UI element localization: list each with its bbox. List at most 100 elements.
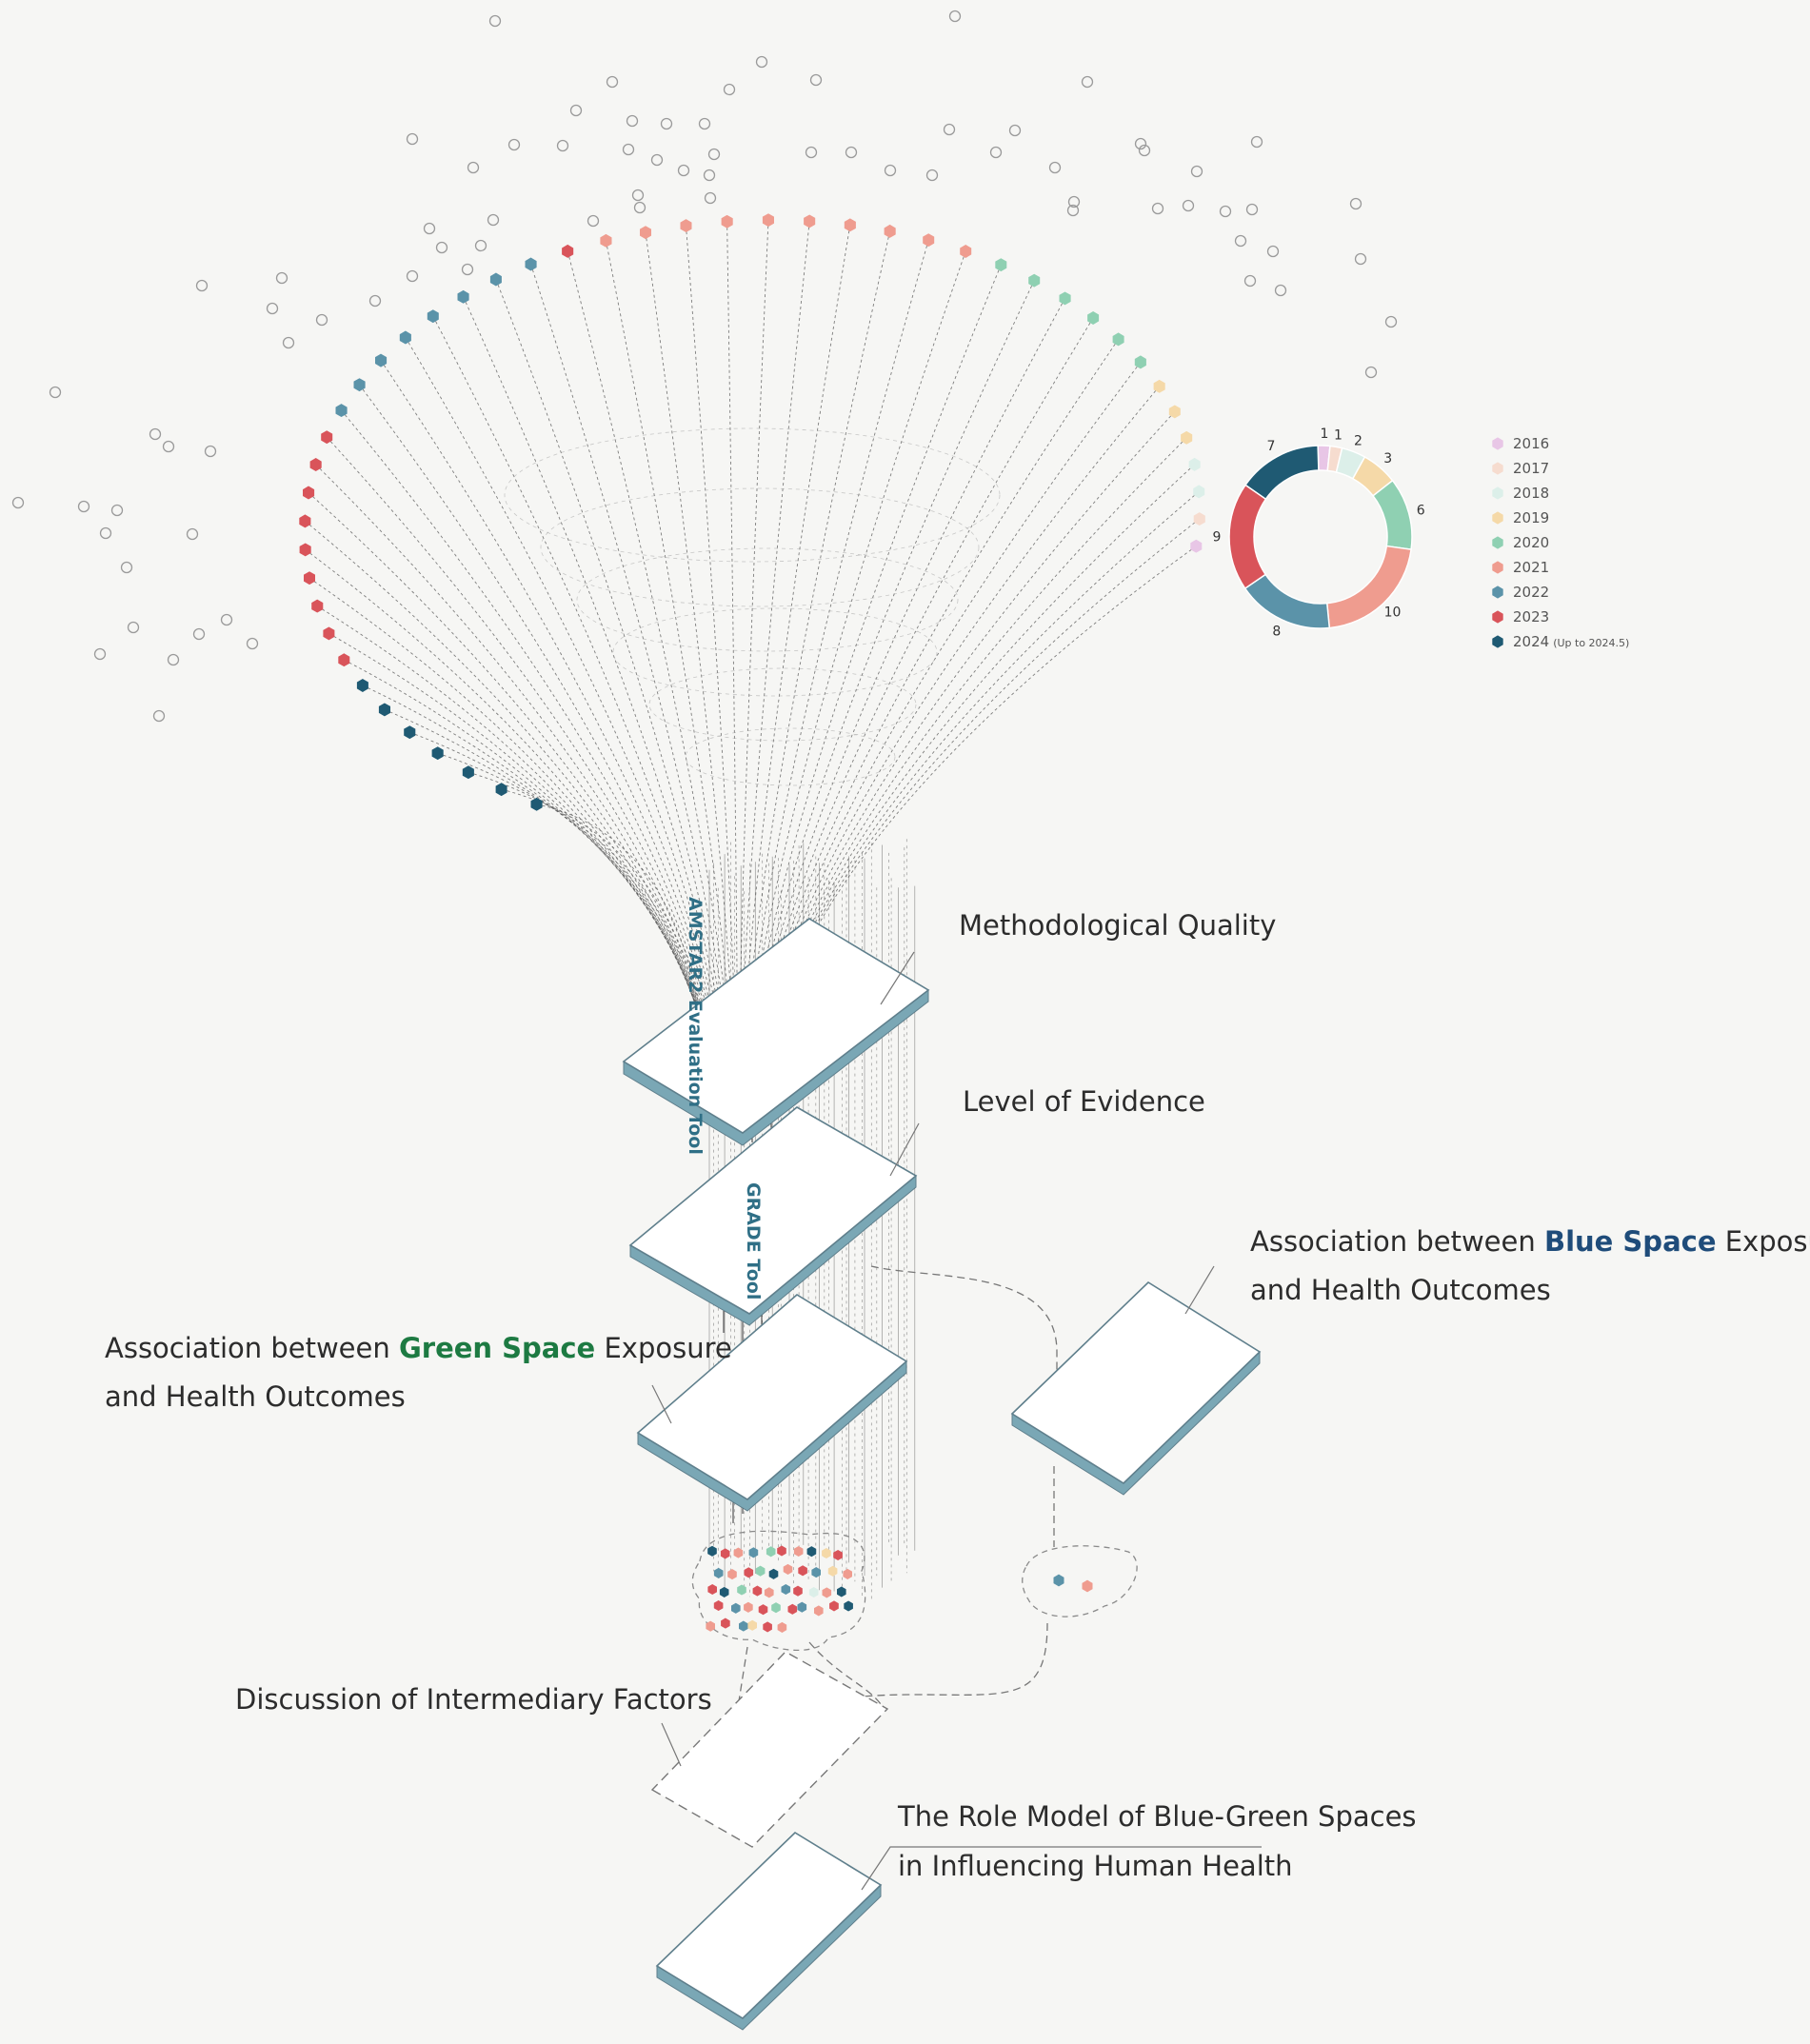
cluster-dot-2022 [797, 1601, 807, 1613]
scatter-circle [1067, 195, 1081, 208]
label-blue-association: Association between Blue Space Exposure [1250, 1225, 1810, 1258]
legend-swatch-2019 [1492, 511, 1503, 525]
scatter-circle [246, 637, 259, 650]
scatter-circle [1151, 202, 1164, 215]
plane-intermediary-factors [650, 1651, 889, 1848]
blue-assoc-suffix: Exposure [1717, 1225, 1810, 1258]
scatter-circle [925, 169, 939, 182]
funnel-line [405, 337, 729, 1096]
legend-label-2022: 2022 [1513, 584, 1549, 601]
study-dot-2024 [356, 679, 368, 692]
label-blue-association-line2: and Health Outcomes [1250, 1274, 1551, 1306]
scatter-circle [266, 302, 279, 315]
funnel-line [305, 549, 722, 1096]
cluster-dot-2024 [836, 1586, 846, 1597]
cluster-dot-2024 [707, 1545, 717, 1557]
scatter-circle [1138, 144, 1151, 157]
scatter-circle [1048, 161, 1062, 174]
donut-slice-2020 [1372, 479, 1413, 550]
scatter-circle [622, 143, 635, 156]
study-dot-2019 [1168, 405, 1181, 419]
donut-count-2021: 10 [1384, 605, 1402, 621]
label-green-association: Association between Green Space Exposure [105, 1332, 732, 1364]
funnel-line [726, 221, 739, 1096]
scatter-circle [488, 14, 502, 28]
legend-note: (Up to 2024.5) [1553, 637, 1629, 649]
scatter-circle [1274, 284, 1287, 297]
funnel-line [746, 298, 1065, 1096]
study-dot-2018 [1188, 457, 1201, 471]
scatter-circle [435, 241, 448, 254]
funnel-ring [576, 547, 959, 652]
cluster-dots [706, 1545, 853, 1633]
cluster-dot-2022 [730, 1602, 741, 1614]
cluster-dot-2022 [748, 1547, 759, 1558]
scatter-circle [167, 653, 180, 666]
donut-slice-2023 [1228, 484, 1267, 590]
cluster-dot-2021 [727, 1569, 737, 1580]
study-dot-2023 [323, 626, 335, 641]
year-legend: 201620172018201920202021202220232024(Up … [1492, 435, 1629, 650]
scatter-circle [1364, 366, 1378, 379]
scatter-circle [723, 83, 736, 96]
study-dot-2021 [640, 226, 651, 240]
funnel-ring [540, 487, 980, 607]
study-dot-2020 [1112, 332, 1124, 347]
scatter-circle [99, 526, 112, 540]
scatter-circle [220, 613, 233, 626]
funnel-line [752, 437, 1187, 1096]
label-green-association-line2: and Health Outcomes [105, 1380, 406, 1413]
cluster-dot-2023 [713, 1599, 724, 1612]
study-dot-2023 [321, 430, 333, 445]
study-dot-2021 [600, 233, 612, 248]
study-dot-2016 [1190, 539, 1203, 553]
cluster-dot-2022 [713, 1567, 724, 1578]
scatter-circle [755, 55, 768, 69]
funnel-line [305, 521, 723, 1096]
scatter-circle [77, 500, 90, 513]
plane-methodological-quality [622, 918, 930, 1146]
legend-swatch-2018 [1492, 486, 1503, 500]
scatter-circle [149, 427, 162, 441]
cluster-dot-2023 [787, 1603, 798, 1615]
legend-label-2017: 2017 [1513, 460, 1549, 477]
blue-assoc-prefix: Association between [1250, 1225, 1544, 1258]
donut-count-2022: 8 [1272, 625, 1281, 640]
scatter-circle [1245, 203, 1259, 216]
cluster-dot-2019 [822, 1547, 831, 1559]
cluster-dot-2021 [777, 1621, 787, 1633]
study-dot-2020 [1134, 355, 1146, 369]
label-intermediary-factors: Discussion of Intermediary Factors [235, 1683, 712, 1716]
scatter-circle [1250, 135, 1263, 149]
scatter-circle [845, 146, 858, 159]
blue-assoc-highlight: Blue Space [1544, 1225, 1717, 1258]
legend-swatch-2020 [1492, 536, 1503, 549]
funnel-ring [648, 667, 917, 742]
cluster-dot-2020 [766, 1546, 776, 1558]
cluster-dot-2019 [747, 1619, 758, 1631]
study-dot-2022 [457, 289, 469, 304]
scatter-circle [11, 496, 25, 509]
scatter-circle [487, 213, 500, 227]
scatter-circle [698, 117, 711, 130]
donut-count-2016: 1 [1321, 427, 1329, 442]
study-dot-2023 [562, 244, 574, 258]
scatter-circle [127, 621, 140, 634]
legend-swatch-2024 [1492, 635, 1503, 648]
leader-green [651, 1384, 672, 1424]
plane-level-of-evidence [628, 1106, 918, 1326]
cluster-dot-2022 [1053, 1574, 1064, 1587]
cluster-dot-2023 [752, 1585, 763, 1597]
donut-slice-2024 [1243, 445, 1320, 501]
donut-count-2023: 9 [1213, 530, 1222, 546]
funnel-line [749, 362, 1142, 1096]
scatter-circle [152, 709, 166, 723]
scatter-circle [948, 10, 962, 23]
leader-intermediary [661, 1722, 682, 1767]
scatter-circle [707, 148, 721, 161]
amstar-tool-label: AMSTAR2 Evaluation Tool [685, 897, 706, 1155]
study-dot-2023 [299, 514, 311, 528]
cluster-dot-2023 [763, 1621, 772, 1633]
